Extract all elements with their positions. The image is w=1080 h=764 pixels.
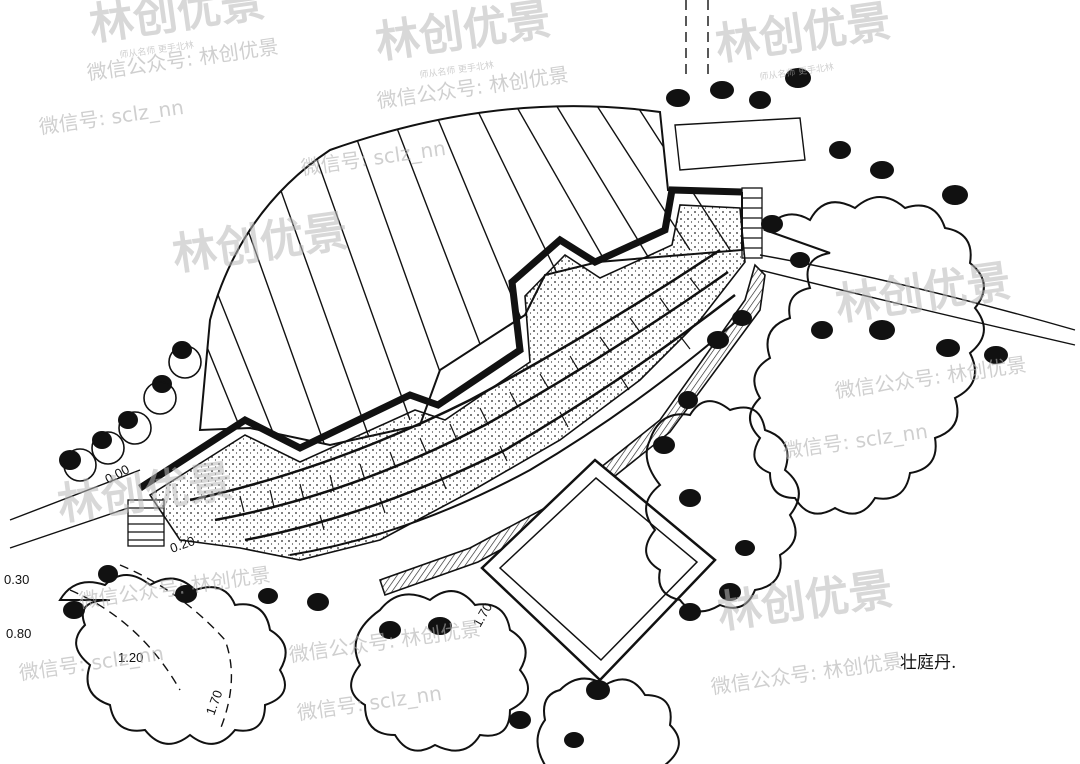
square-plaza [480, 458, 717, 682]
elevation-label: 1.70 [203, 688, 226, 717]
watermark-brand: 林创优景 [372, 0, 553, 69]
watermark-brand: 林创优景 [832, 256, 1013, 331]
watermark-wechat-id: 微信号: sclz_nn [17, 641, 165, 685]
side-stairs [127, 187, 763, 547]
tree-canopy-east [645, 196, 985, 613]
watermark-brand: 林创优景 [712, 0, 893, 71]
terrace-seating [148, 204, 746, 561]
watermark-wechat-id: 微信号: sclz_nn [37, 95, 185, 139]
watermark-account: 微信公众号: 林创优景 [833, 352, 1028, 403]
round-shrubs [63, 345, 202, 482]
artist-signature: 壮庭丹. [900, 653, 956, 673]
retaining-wall [138, 186, 743, 491]
tree-crowns-shaded [59, 68, 1008, 748]
elevation-label: 0.30 [4, 572, 29, 587]
fenced-area [674, 0, 806, 171]
watermark-wechat-id: 微信号: sclz_nn [781, 419, 929, 463]
watermark-account: 微信公众号: 林创优景 [709, 648, 904, 699]
watermark-brand: 林创优景 [714, 564, 895, 639]
elevation-label: 0.20 [168, 533, 197, 556]
elevation-label: 0.80 [6, 626, 31, 641]
watermark-wechat-id: 微信号: sclz_nn [295, 681, 443, 725]
elevation-label: 1.20 [118, 650, 143, 665]
